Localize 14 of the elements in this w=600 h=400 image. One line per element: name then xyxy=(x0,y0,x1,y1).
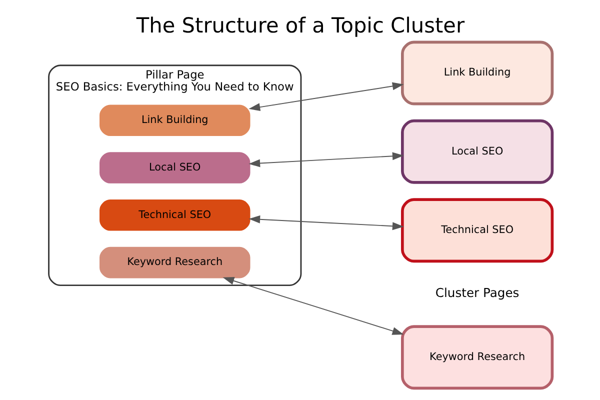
node-box: Keyword Research xyxy=(400,325,554,390)
diagram-title: The Structure of a Topic Cluster xyxy=(136,13,464,38)
node-box: Local SEO xyxy=(99,152,250,184)
arrow xyxy=(248,82,404,112)
arrow xyxy=(248,215,404,230)
node-box: Local SEO xyxy=(400,119,554,184)
arrow xyxy=(222,277,404,335)
node-box: Technical SEO xyxy=(99,200,250,231)
arrow xyxy=(248,152,404,168)
node-box: Link Building xyxy=(99,104,250,136)
node-box: Keyword Research xyxy=(99,246,250,278)
label: Cluster Pages xyxy=(434,286,519,300)
node-box: Link Building xyxy=(400,40,554,106)
node-box: Technical SEO xyxy=(400,198,554,263)
